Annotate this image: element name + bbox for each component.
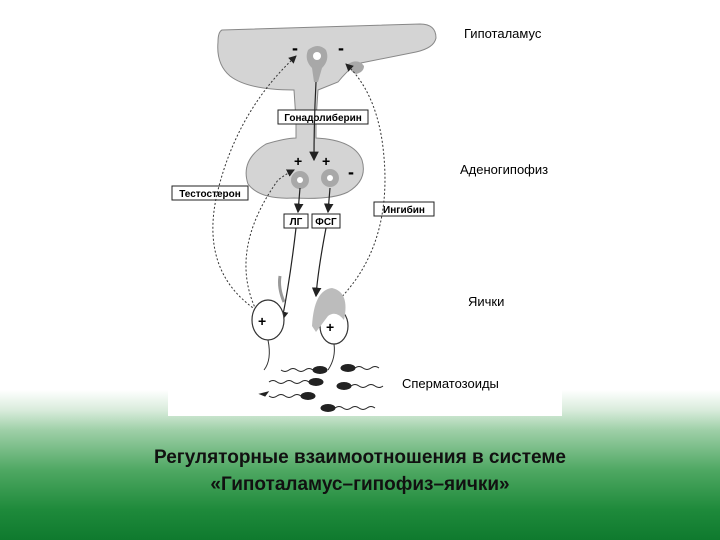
lh-label: ЛГ	[290, 217, 303, 228]
leydig-cell	[251, 299, 285, 371]
testosterone-label: Тестостерон	[179, 189, 241, 200]
plus-sign-1: +	[294, 153, 302, 169]
plus-sign-2: +	[322, 153, 330, 169]
plus-sign-4: +	[326, 319, 334, 335]
caption-line-2: «Гипоталамус–гипофиз–яички»	[210, 474, 510, 495]
slide-caption: Регуляторные взаимоотношения в системе «…	[0, 444, 720, 498]
seminiferous-tubule	[312, 288, 346, 332]
hpg-axis-diagram: - - + + - Гонадолиберин Тестостерон Инги…	[171, 23, 437, 412]
inhibin-label: Ингибин	[383, 204, 425, 216]
minus-sign-2: -	[338, 38, 344, 58]
hypothalamus-shape	[217, 23, 437, 121]
plus-sign-3: +	[258, 313, 266, 329]
minus-sign-1: -	[292, 38, 298, 58]
fsh-label: ФСГ	[315, 217, 337, 228]
gonadoliberin-label: Гонадолиберин	[284, 112, 362, 124]
fsh-cell	[321, 169, 339, 187]
sperm-cells	[258, 364, 384, 412]
lh-cell	[291, 171, 309, 189]
caption-line-1: Регуляторные взаимоотношения в системе	[154, 447, 566, 468]
diagram-figure: - - + + - Гонадолиберин Тестостерон Инги…	[168, 20, 562, 416]
hypothalamus-neuron	[306, 46, 328, 82]
minus-sign-3: -	[348, 162, 354, 182]
